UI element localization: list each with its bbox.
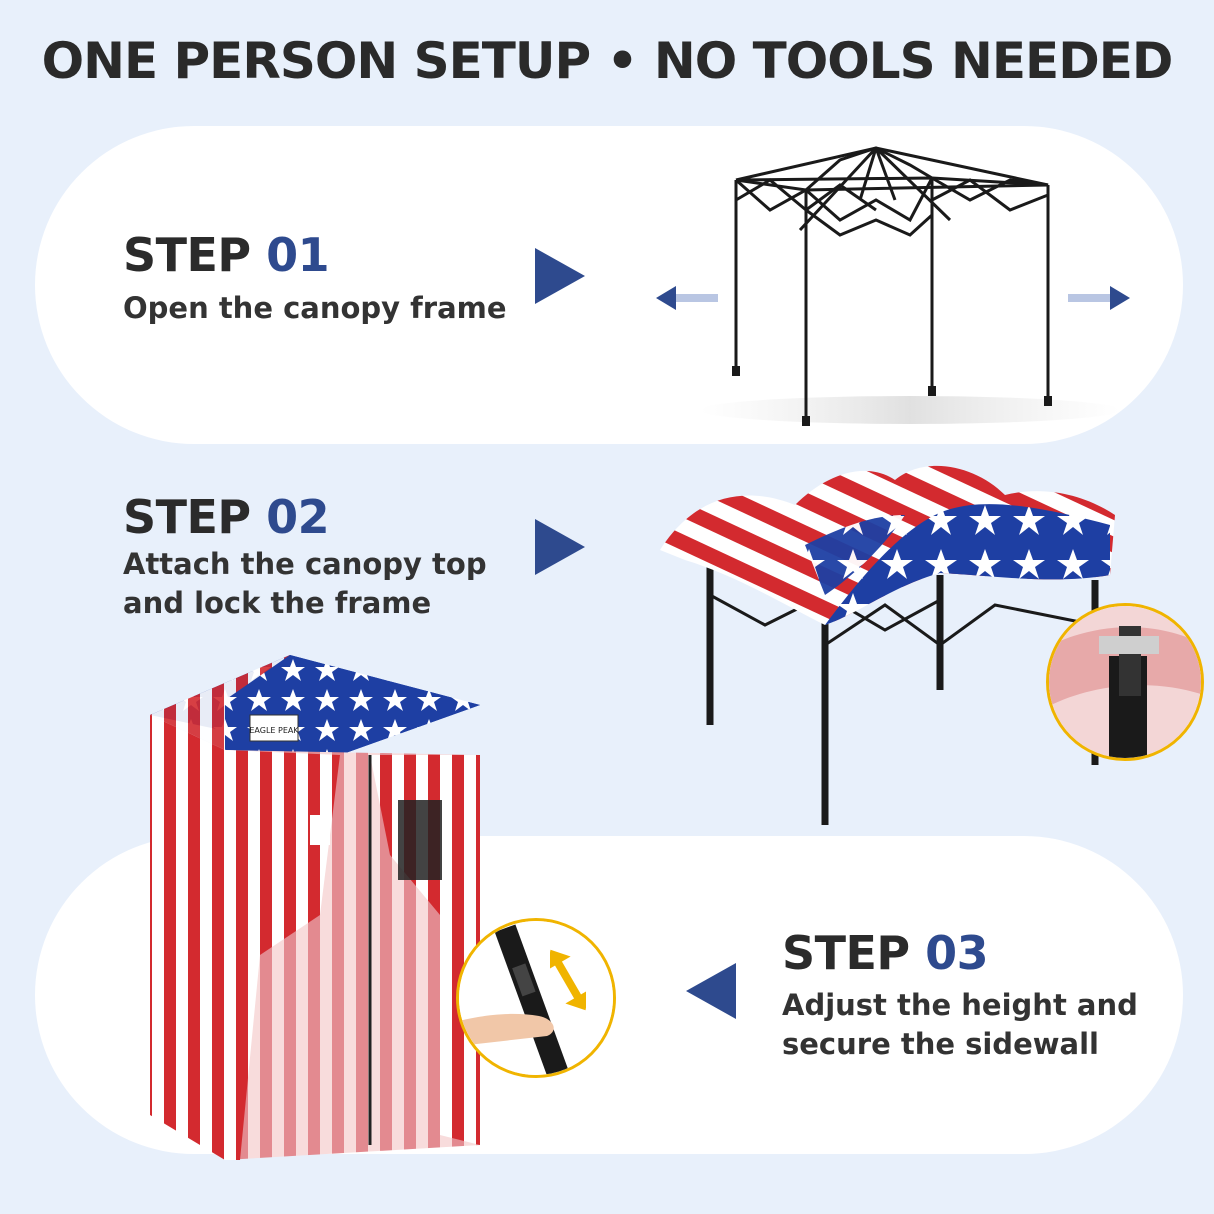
step-01-title: STEP 01	[123, 228, 330, 282]
step-02-desc-line: Attach the canopy top	[123, 547, 487, 581]
double-arrow-icon	[550, 945, 586, 1015]
changing-tent-illustration: EAGLE PEAK	[140, 655, 500, 1175]
headline: ONE PERSON SETUP • NO TOOLS NEEDED	[41, 32, 1174, 90]
arrow-right-triangle-icon	[535, 519, 585, 575]
step-01-word: STEP	[123, 228, 251, 282]
step-02-number: 02	[266, 490, 330, 544]
height-adjust-inset	[456, 918, 616, 1078]
step-01-number: 01	[266, 228, 330, 282]
expand-right-arrow-icon	[1068, 283, 1130, 313]
step-03-desc-line: secure the sidewall	[782, 1027, 1099, 1061]
step-03-desc-line: Adjust the height and	[782, 988, 1138, 1022]
expand-left-arrow-icon	[656, 283, 718, 313]
step-02-title: STEP 02	[123, 490, 330, 544]
step-02-word: STEP	[123, 490, 251, 544]
arrow-right-triangle-icon	[535, 248, 585, 304]
step-03-title: STEP 03	[782, 926, 989, 980]
brand-logo: EAGLE PEAK	[249, 726, 299, 735]
step-01-desc-line: Open the canopy frame	[123, 291, 507, 325]
canopy-flag-top-illustration	[655, 455, 1125, 835]
step-03-number: 03	[925, 926, 989, 980]
step-02-description: Attach the canopy top and lock the frame	[123, 545, 487, 623]
step-02-desc-line: and lock the frame	[123, 586, 432, 620]
step-03-word: STEP	[782, 926, 910, 980]
step-01-panel	[35, 126, 1183, 444]
step-01-description: Open the canopy frame	[123, 289, 507, 328]
strap-detail-inset	[1046, 603, 1204, 761]
arrow-left-triangle-icon	[686, 963, 736, 1019]
step-03-description: Adjust the height and secure the sidewal…	[782, 986, 1138, 1064]
canopy-frame-illustration	[650, 140, 1150, 430]
